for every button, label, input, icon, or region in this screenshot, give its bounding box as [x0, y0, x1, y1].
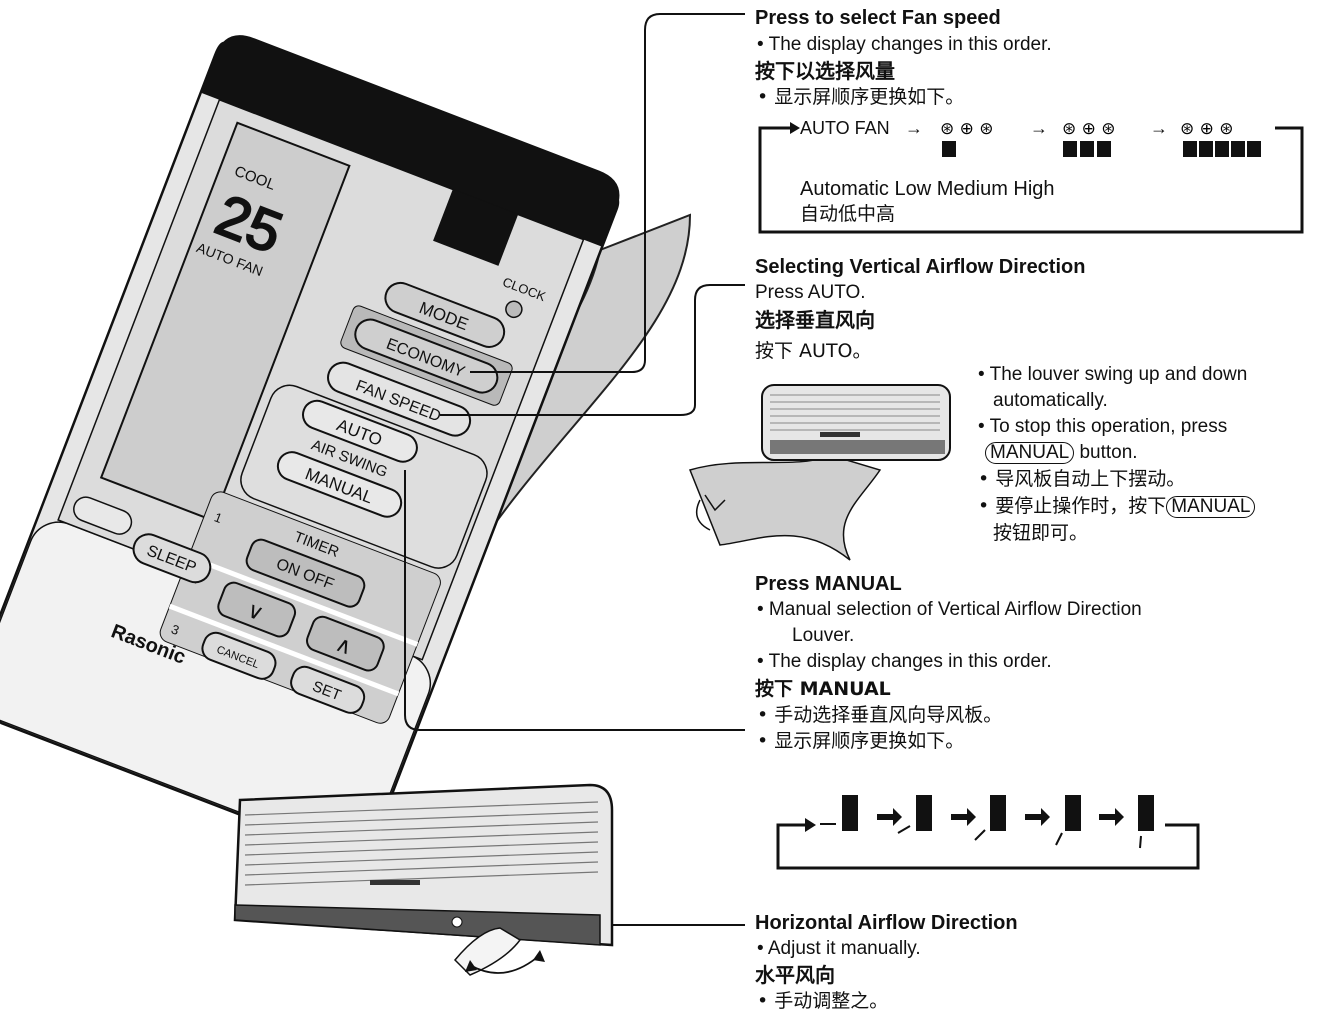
vertical-cn-line: 按下 AUTO。: [755, 340, 872, 362]
leader-fan-speed: [470, 13, 745, 373]
seq-arrow-1: →: [905, 118, 923, 138]
manual-cn-1: • 手动选择垂直风向导风板。: [757, 704, 1003, 726]
manual-en-1b: Louver.: [792, 625, 855, 646]
vertical-cn-title: 选择垂直风向: [755, 308, 875, 332]
set-button[interactable]: SET: [288, 663, 368, 716]
fan-icons-high: ⊛ ⊕ ⊛: [1180, 119, 1234, 139]
on-off-button[interactable]: ON OFF: [244, 537, 367, 610]
vertical-en-line: Press AUTO.: [755, 282, 866, 303]
fan-speed-en-line: • The display changes in this order.: [757, 34, 1052, 55]
remote-control: COOL 25 AUTO FAN CLOCK MODE ECONOMY FAN …: [0, 35, 620, 853]
fan-speed-cn-line: • 显示屏顺序更换如下。: [757, 86, 965, 108]
fan-speed-cn-title: 按下以选择风量: [755, 59, 895, 83]
horizontal-cn-line: • 手动调整之。: [757, 990, 889, 1012]
seq-arrow-2: →: [1030, 118, 1048, 138]
horizontal-cn-title: 水平风向: [755, 963, 835, 987]
leader-auto: [440, 284, 745, 416]
note-2b: button.: [1074, 442, 1138, 463]
note-1a: • The louver swing up and down: [978, 364, 1248, 385]
horizontal-en-line: • Adjust it manually.: [757, 938, 921, 959]
vertical-title: Selecting Vertical Airflow Direction: [755, 256, 1086, 278]
louver-sequence: [776, 795, 1200, 870]
manual-en-1a: • Manual selection of Vertical Airflow D…: [757, 599, 1142, 620]
manual-button-ref-cn: MANUAL: [1166, 496, 1256, 518]
seq-auto-fan: AUTO FAN: [800, 118, 890, 138]
fan-icons-medium: ⊛ ⊕ ⊛: [1062, 119, 1116, 139]
manual-cn-title: 按下 MANUAL: [755, 678, 891, 700]
horizontal-title: Horizontal Airflow Direction: [755, 912, 1018, 934]
note-1b: automatically.: [993, 390, 1108, 411]
lcd-screen: [99, 121, 351, 522]
leader-manual: [404, 470, 745, 731]
note-2: MANUAL button.: [985, 441, 1138, 465]
note-4b: 按钮即可。: [993, 522, 1089, 544]
fan-speed-title: Press to select Fan speed: [755, 7, 1001, 29]
ac-unit-large: [233, 783, 614, 976]
clock-button[interactable]: [504, 299, 525, 320]
note-2a: • To stop this operation, press: [978, 416, 1228, 437]
blank-button[interactable]: [70, 494, 135, 538]
manual-cn-2: • 显示屏顺序更换如下。: [757, 730, 965, 752]
fan-icons-low: ⊛ ⊕ ⊛: [940, 119, 994, 139]
ac-unit-small: [688, 384, 951, 561]
manual-button-ref: MANUAL: [985, 442, 1075, 464]
fan-sequence-box: [758, 126, 1304, 234]
up-button[interactable]: ∧: [304, 614, 387, 674]
seq-arrow-3: →: [1150, 118, 1168, 138]
note-4a: • 要停止操作时，按下: [978, 495, 1167, 517]
fan-levels-cn: 自动低中高: [800, 203, 896, 225]
manual-en-2: • The display changes in this order.: [757, 651, 1052, 672]
fan-levels-en: Automatic Low Medium High: [800, 178, 1055, 200]
manual-title: Press MANUAL: [755, 573, 902, 595]
down-button[interactable]: ∨: [215, 580, 298, 640]
level-bar-low: [942, 141, 956, 157]
note-3: • 导风板自动上下摆动。: [978, 468, 1186, 490]
